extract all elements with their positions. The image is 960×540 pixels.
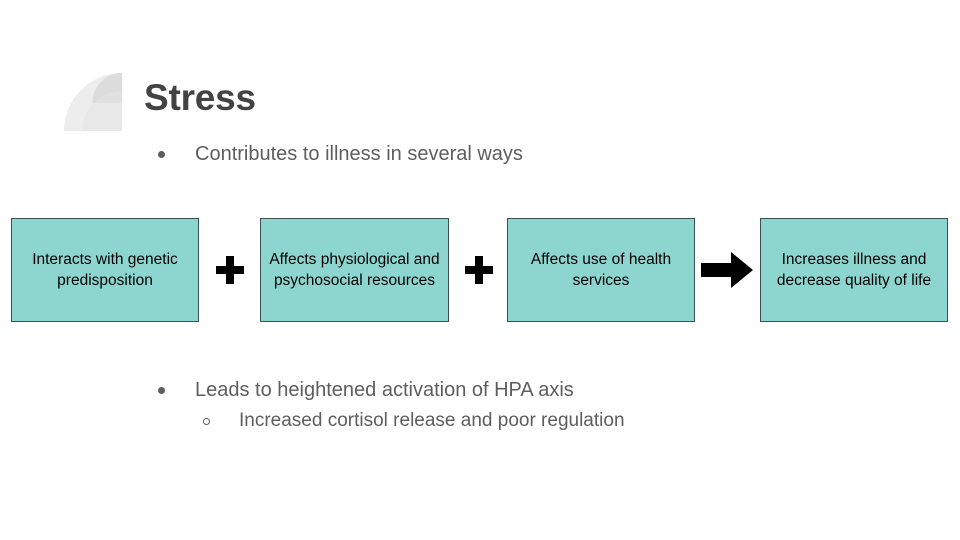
flow-box-label: Interacts with genetic predisposition [32,251,178,289]
flow-box-label: Affects use of health services [530,251,672,289]
flow-connector-plus-1 [206,248,254,292]
flow-connector-arrow [698,248,756,292]
bullet-item-cortisol: Increased cortisol release and poor regu… [203,407,625,435]
flow-connector-plus-2 [455,248,503,292]
bullet-circle-icon [203,418,210,425]
flow-box-label: Affects physiological and psychosocial r… [269,251,440,289]
bullet-item-contributes: Contributes to illness in several ways [158,140,523,168]
flow-box-label: Increases illness and decrease quality o… [776,251,932,289]
bullet-disc-icon [158,387,165,394]
bullet-label: Contributes to illness in several ways [195,143,523,165]
plus-icon [216,256,244,284]
flow-box-affects-health-services: Affects use of health services [507,218,695,322]
quarter-circle-logo-icon [64,73,122,131]
bullet-label: Increased cortisol release and poor regu… [239,410,625,431]
page-title: Stress [144,77,256,118]
bullet-label: Leads to heightened activation of HPA ax… [195,379,574,401]
flow-box-affects-physiological: Affects physiological and psychosocial r… [260,218,449,322]
bullet-disc-icon [158,151,165,158]
flow-box-increases-illness: Increases illness and decrease quality o… [760,218,948,322]
bullet-item-hpa-axis: Leads to heightened activation of HPA ax… [158,376,574,404]
flow-box-interacts-genetic: Interacts with genetic predisposition [11,218,199,322]
right-arrow-icon [701,252,753,288]
plus-icon [465,256,493,284]
